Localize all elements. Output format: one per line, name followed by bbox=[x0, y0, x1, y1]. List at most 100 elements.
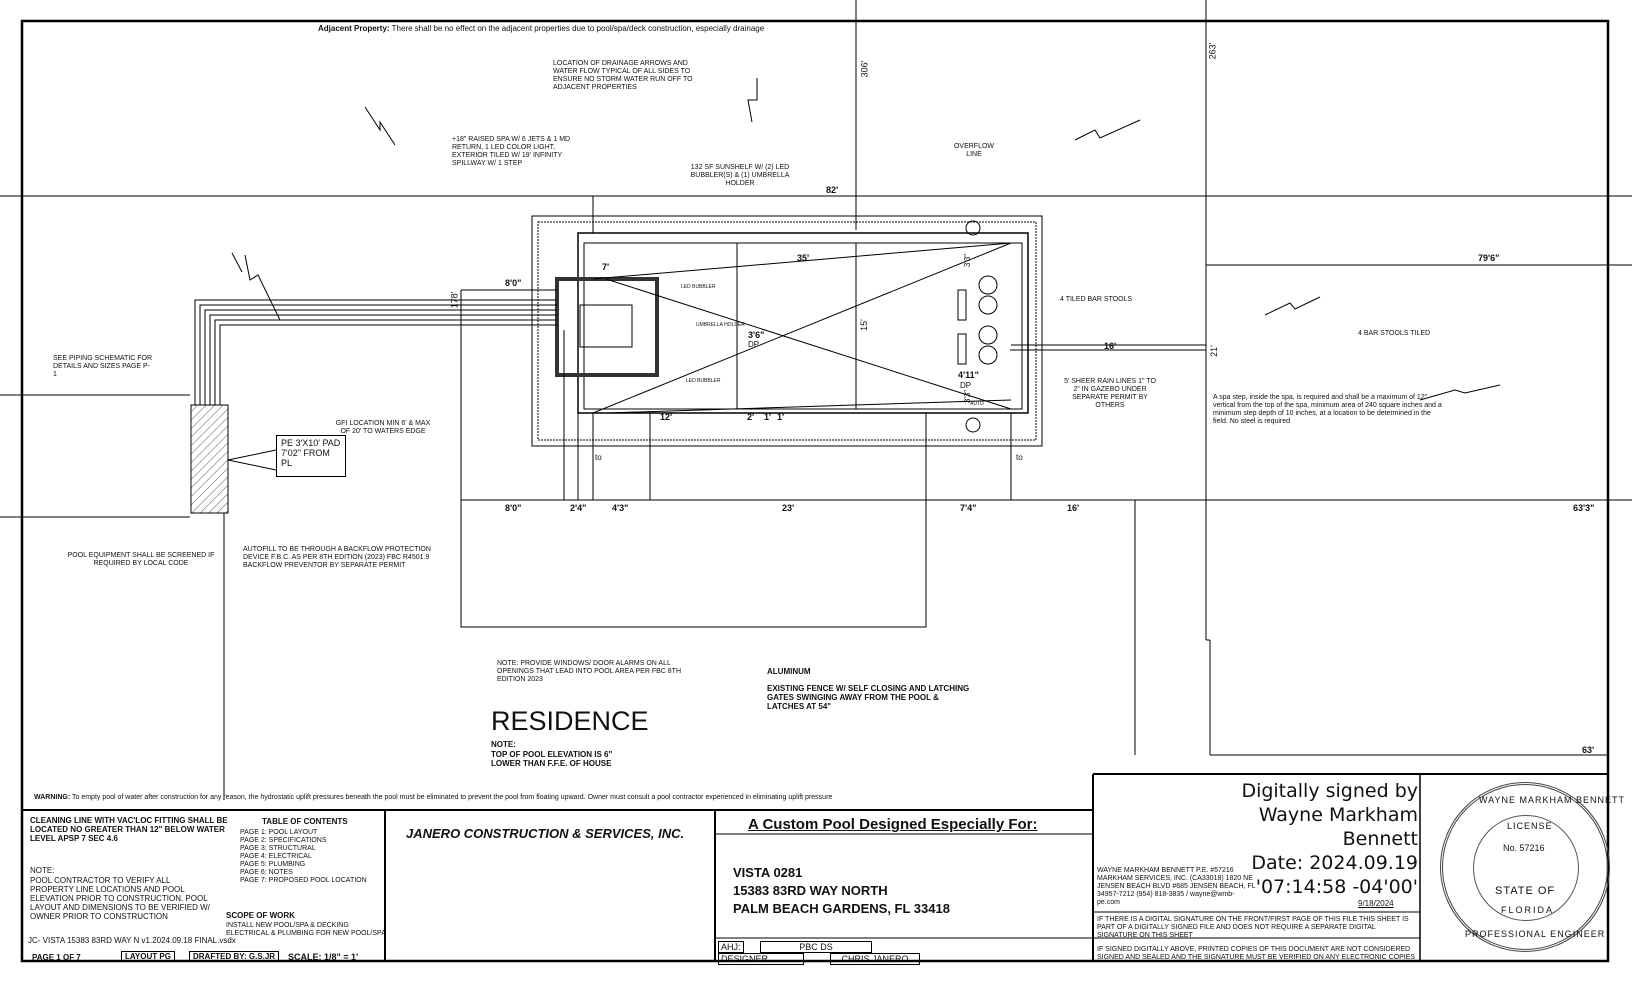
digital-signature-block: Digitally signed by Wayne Markham Bennet… bbox=[1230, 779, 1418, 899]
designer-name: CHRIS JANERO bbox=[830, 953, 920, 965]
bar-stools-tiled-note: 4 BAR STOOLS TILED bbox=[1358, 330, 1431, 337]
designer-label: DESIGNER bbox=[718, 953, 804, 965]
toc-item: PAGE 5: PLUMBING bbox=[240, 861, 306, 868]
custom-pool-title: A Custom Pool Designed Especially For: bbox=[748, 816, 1038, 833]
dim-bottom-7-4: 7'4" bbox=[960, 503, 977, 513]
dim-3-6: 3'6" bbox=[748, 330, 765, 340]
led-bubbler-label-1: LED BUBBLER bbox=[681, 284, 716, 290]
dim-1a: 1' bbox=[764, 412, 772, 422]
seal-number: No. 57216 bbox=[1503, 843, 1545, 853]
sheer-rain-note: 5' SHEER RAIN LINES 1" TO 2" IN GAZEBO U… bbox=[1064, 378, 1156, 409]
page-number: PAGE 1 OF 7 bbox=[32, 953, 81, 962]
toc-item: PAGE 4: ELECTRICAL bbox=[240, 853, 312, 860]
depth-dp-1: DP bbox=[748, 340, 760, 349]
tb-note: POOL CONTRACTOR TO VERIFY ALL PROPERTY L… bbox=[30, 876, 210, 921]
dim-bottom-63-3: 63'3" bbox=[1573, 503, 1595, 513]
seal-top-text: WAYNE MARKHAM BENNETT bbox=[1479, 795, 1626, 805]
fence-title: ALUMINUM bbox=[767, 667, 811, 676]
drafted-by: DRAFTED BY: G.S.JR bbox=[189, 951, 280, 962]
residence-note-label: NOTE: bbox=[491, 740, 516, 749]
fence-note: EXISTING FENCE W/ SELF CLOSING AND LATCH… bbox=[767, 684, 970, 711]
ahj-label: AHJ: bbox=[718, 941, 744, 953]
dim-79-6: 79'6" bbox=[1478, 253, 1500, 263]
dim-2: 2' bbox=[747, 412, 755, 422]
warning-text: To empty pool of water after constructio… bbox=[72, 794, 833, 801]
printed-copies-note: IF SIGNED DIGITALLY ABOVE, PRINTED COPIE… bbox=[1097, 946, 1416, 961]
dim-82: 82' bbox=[826, 185, 839, 195]
sheet-border bbox=[20, 19, 1610, 963]
client-line-2: 15383 83RD WAY NORTH bbox=[733, 883, 888, 898]
signature-line: Date: 2024.09.19 bbox=[1251, 852, 1418, 874]
seal-florida: FLORIDA bbox=[1501, 905, 1555, 915]
umbrella-holder-label: UMBRELLA HOLDER bbox=[696, 322, 745, 328]
dim-63: 63' bbox=[1582, 745, 1595, 755]
equipment-pad-note: PE 3'X10' PAD 7'02" FROM PL bbox=[276, 435, 346, 477]
dim-35: 35' bbox=[797, 253, 810, 263]
spa-step-note: A spa step, inside the spa, is required … bbox=[1213, 394, 1442, 425]
signature-line: Bennett bbox=[1342, 828, 1418, 850]
dim-bottom-4-3: 4'3" bbox=[612, 503, 629, 513]
seal-license: LICENSE bbox=[1507, 821, 1553, 831]
engineer-info: WAYNE MARKHAM BENNETT P.E. #57216 MARKHA… bbox=[1097, 867, 1256, 906]
toc-title: TABLE OF CONTENTS bbox=[262, 817, 348, 826]
spa-outline bbox=[555, 277, 659, 377]
adjacent-property-note: Adjacent Property: There shall be no eff… bbox=[318, 24, 764, 33]
bar-stools-note: 4 TILED BAR STOOLS bbox=[1060, 296, 1133, 303]
scale: SCALE: 1/8" = 1' bbox=[288, 952, 359, 962]
toc-item: PAGE 1: POOL LAYOUT bbox=[240, 829, 318, 836]
tb-note-label: NOTE: bbox=[30, 866, 55, 875]
autofill-note: AUTOFILL TO BE THROUGH A BACKFLOW PROTEC… bbox=[243, 546, 431, 569]
pool-outline bbox=[577, 232, 1029, 414]
drainage-note: LOCATION OF DRAINAGE ARROWS AND WATER FL… bbox=[553, 60, 693, 91]
scope-title: SCOPE OF WORK bbox=[226, 911, 295, 920]
dim-263: 263' bbox=[1207, 42, 1218, 60]
seal-state: STATE OF bbox=[1495, 885, 1556, 897]
toc-list: PAGE 1: POOL LAYOUT PAGE 2: SPECIFICATIO… bbox=[240, 829, 367, 885]
toc-item: PAGE 7: PROPOSED POOL LOCATION bbox=[240, 877, 367, 884]
spa-note: +18" RAISED SPA W/ 6 JETS & 1 MD RETURN,… bbox=[452, 136, 571, 167]
dim-7: 7' bbox=[602, 262, 610, 272]
engineer-seal: WAYNE MARKHAM BENNETT LICENSE No. 57216 … bbox=[1440, 782, 1624, 952]
dim-3-3b: 3'3" bbox=[963, 389, 973, 404]
layout-page: LAYOUT PG bbox=[121, 951, 175, 962]
warning-note: WARNING: To empty pool of water after co… bbox=[34, 794, 832, 802]
dim-306: 306' bbox=[859, 60, 870, 78]
dim-bottom-8-0: 8'0" bbox=[505, 503, 522, 513]
client-line-1: VISTA 0281 bbox=[733, 865, 803, 880]
overflow-note: OVERFLOW LINE bbox=[953, 143, 995, 158]
dim-8-0: 8'0" bbox=[505, 278, 522, 288]
dim-16: 16' bbox=[1104, 341, 1117, 351]
ahj-value: PBC DS bbox=[760, 941, 872, 953]
dim-12: 12' bbox=[660, 412, 673, 422]
gfi-note: GFI LOCATION MIN 6' & MAX OF 20' TO WATE… bbox=[335, 420, 431, 435]
signature-line: Digitally signed by bbox=[1241, 780, 1418, 802]
client-line-3: PALM BEACH GARDENS, FL 33418 bbox=[733, 901, 950, 916]
equipment-pad bbox=[190, 404, 229, 514]
led-bubbler-label-2: LED BUBBLER bbox=[686, 378, 721, 384]
company-name: JANERO CONSTRUCTION & SERVICES, INC. bbox=[406, 826, 685, 841]
digital-signature-note: IF THERE IS A DIGITAL SIGNATURE ON THE F… bbox=[1097, 916, 1409, 939]
dim-21: 21' bbox=[1208, 345, 1219, 357]
adjacent-property-label: Adjacent Property: bbox=[318, 24, 390, 33]
depth-dp-2: DP bbox=[960, 381, 972, 390]
signature-date: 9/18/2024 bbox=[1358, 899, 1394, 908]
dim-15: 15' bbox=[858, 319, 869, 331]
dim-4-11: 4'11" bbox=[958, 370, 979, 380]
client-address: VISTA 0281 15383 83RD WAY NORTH PALM BEA… bbox=[733, 864, 950, 918]
equipment-screen-note: POOL EQUIPMENT SHALL BE SCREENED IF REQU… bbox=[67, 552, 215, 567]
dim-3-3a: 3'3" bbox=[963, 253, 973, 268]
signature-line: Wayne Markham bbox=[1258, 804, 1418, 826]
sunshelf-note: 132 SF SUNSHELF W/ (2) LED BUBBLER(S) & … bbox=[690, 164, 790, 187]
dim-bottom-2-4: 2'4" bbox=[570, 503, 587, 513]
signature-line: '07:14:58 -04'00' bbox=[1255, 876, 1418, 898]
to-label-2: to bbox=[1016, 453, 1023, 462]
windows-note: NOTE: PROVIDE WINDOWS/ DOOR ALARMS ON AL… bbox=[497, 660, 681, 683]
dim-1b: 1' bbox=[777, 412, 785, 422]
scope-text: INSTALL NEW POOL/SPA & DECKING ELECTRICA… bbox=[226, 922, 386, 937]
file-name: JC- VISTA 15383 83RD WAY N v1.2024.09.18… bbox=[28, 936, 236, 945]
auto-fill-label: AUTO bbox=[970, 401, 984, 407]
adjacent-property-text: There shall be no effect on the adjacent… bbox=[391, 24, 765, 33]
residence-label: RESIDENCE bbox=[491, 706, 649, 736]
toc-item: PAGE 6: NOTES bbox=[240, 869, 293, 876]
